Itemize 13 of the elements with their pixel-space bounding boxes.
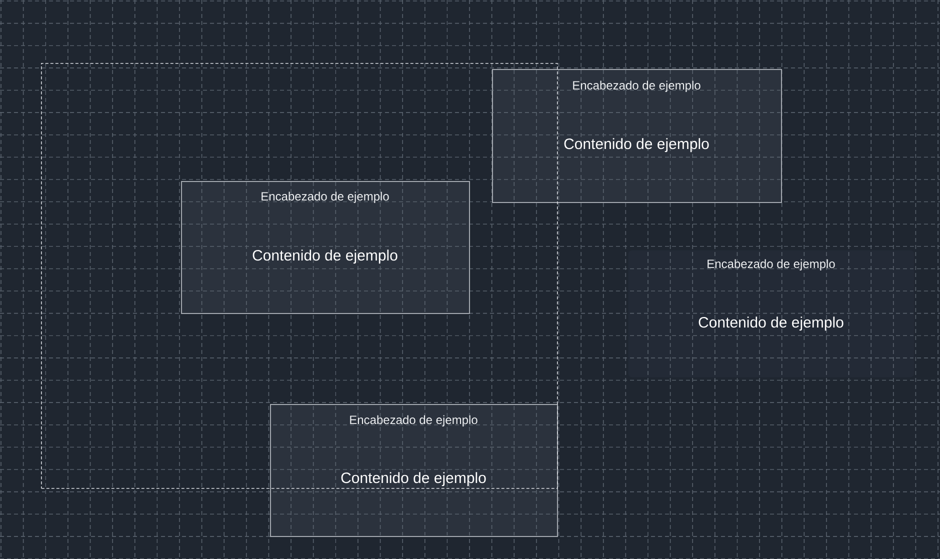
card-text: Contenido de ejemplo [564, 138, 709, 152]
card [628, 250, 914, 378]
card [492, 69, 782, 203]
card-text: Contenido de ejemplo [698, 316, 844, 331]
card [181, 181, 470, 314]
card [270, 404, 558, 537]
card-heading: Encabezado de ejemplo [262, 192, 389, 203]
selection-frame [41, 63, 558, 489]
card-heading: Encabezado de ejemplo [350, 415, 478, 426]
card-text: Contenido de ejemplo [252, 250, 398, 264]
card-text: Contenido de ejemplo [341, 472, 486, 486]
card-heading: Encabezado de ejemplo [573, 80, 700, 92]
card-heading: Encabezado de ejemplo [708, 259, 835, 270]
